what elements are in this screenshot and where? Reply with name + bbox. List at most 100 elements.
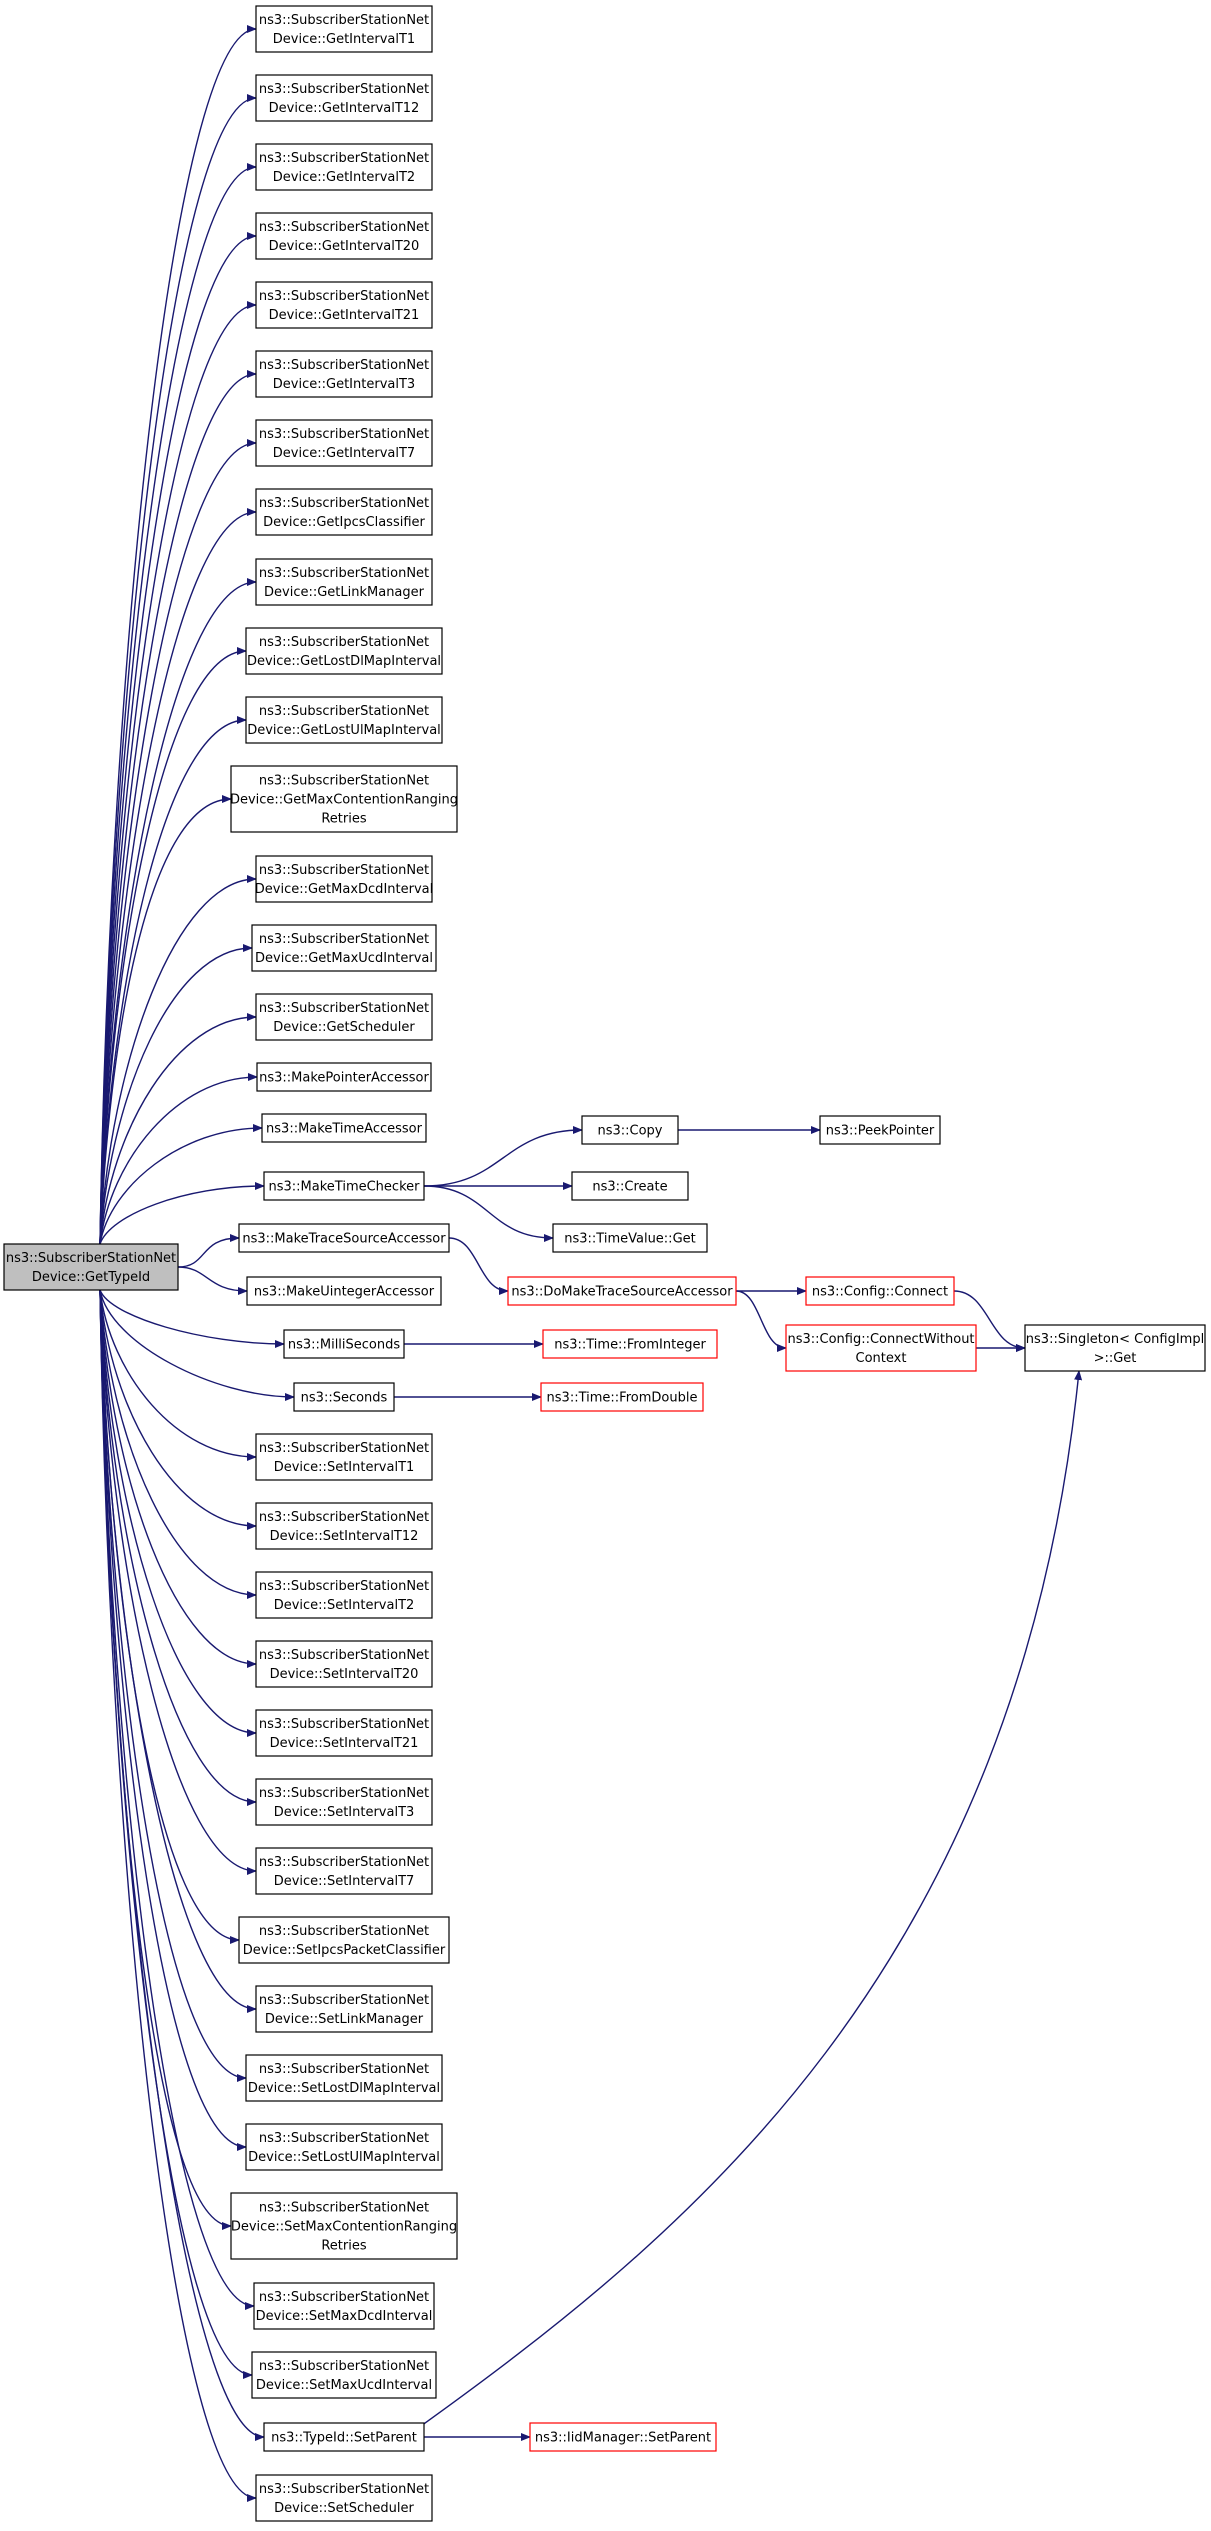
node-box xyxy=(255,350,433,398)
node-n16[interactable]: ns3::MakePointerAccessor xyxy=(256,1062,432,1092)
node-n10[interactable]: ns3::SubscriberStationNetDevice::GetLost… xyxy=(245,627,443,675)
node-iidset[interactable]: ns3::IidManager::SetParent xyxy=(529,2422,717,2452)
node-peek[interactable]: ns3::PeekPointer xyxy=(819,1115,941,1145)
node-n31[interactable]: ns3::SubscriberStationNetDevice::SetLink… xyxy=(255,1985,433,2033)
node-n25[interactable]: ns3::SubscriberStationNetDevice::SetInte… xyxy=(255,1571,433,1619)
node-n8[interactable]: ns3::SubscriberStationNetDevice::GetIpcs… xyxy=(255,488,433,536)
node-n15[interactable]: ns3::SubscriberStationNetDevice::GetSche… xyxy=(255,993,433,1041)
node-box xyxy=(3,1243,179,1291)
node-n27[interactable]: ns3::SubscriberStationNetDevice::SetInte… xyxy=(255,1709,433,1757)
edge-domake-to-cconnectwc xyxy=(735,1290,787,1352)
node-n13[interactable]: ns3::SubscriberStationNetDevice::GetMaxD… xyxy=(255,855,433,903)
node-n14[interactable]: ns3::SubscriberStationNetDevice::GetMaxU… xyxy=(251,924,437,972)
node-box xyxy=(540,1382,704,1412)
node-label-line: ns3::MakeTimeAccessor xyxy=(266,1122,423,1137)
node-label-line: Device::GetMaxDcdInterval xyxy=(255,882,433,897)
node-box xyxy=(255,993,433,1041)
node-label-line: ns3::SubscriberStationNet xyxy=(259,635,429,650)
node-box xyxy=(255,212,433,260)
node-label-line: Device::GetScheduler xyxy=(273,1020,415,1035)
node-n34[interactable]: ns3::SubscriberStationNetDevice::SetMaxC… xyxy=(230,2192,458,2260)
node-tvget[interactable]: ns3::TimeValue::Get xyxy=(552,1223,708,1253)
node-label-line: ns3::SubscriberStationNet xyxy=(259,2131,429,2146)
node-n20[interactable]: ns3::MakeUintegerAccessor xyxy=(246,1276,442,1306)
node-layer: ns3::SubscriberStationNetDevice::GetType… xyxy=(3,5,1206,2522)
edge-root-to-n2 xyxy=(99,94,257,1245)
node-n29[interactable]: ns3::SubscriberStationNetDevice::SetInte… xyxy=(255,1847,433,1895)
node-n21[interactable]: ns3::MilliSeconds xyxy=(283,1329,405,1359)
node-label-line: ns3::SubscriberStationNet xyxy=(259,358,429,373)
node-n6[interactable]: ns3::SubscriberStationNetDevice::GetInte… xyxy=(255,350,433,398)
node-n1[interactable]: ns3::SubscriberStationNetDevice::GetInte… xyxy=(255,5,433,53)
node-n4[interactable]: ns3::SubscriberStationNetDevice::GetInte… xyxy=(255,212,433,260)
node-label-line: ns3::MakeTimeChecker xyxy=(269,1180,421,1195)
node-label-line: ns3::SubscriberStationNet xyxy=(6,1251,176,1266)
node-n5[interactable]: ns3::SubscriberStationNetDevice::GetInte… xyxy=(255,281,433,329)
node-n2[interactable]: ns3::SubscriberStationNetDevice::GetInte… xyxy=(255,74,433,122)
node-box xyxy=(507,1276,737,1306)
node-box xyxy=(293,1382,395,1412)
node-n35[interactable]: ns3::SubscriberStationNetDevice::SetMaxD… xyxy=(253,2282,435,2330)
node-box xyxy=(255,558,433,606)
node-box xyxy=(255,281,433,329)
node-label-line: Device::GetIpcsClassifier xyxy=(263,515,425,530)
node-frominteger[interactable]: ns3::Time::FromInteger xyxy=(542,1329,718,1359)
node-n19[interactable]: ns3::MakeTraceSourceAccessor xyxy=(238,1223,450,1253)
node-n12[interactable]: ns3::SubscriberStationNetDevice::GetMaxC… xyxy=(230,765,458,833)
node-label-line: Context xyxy=(856,1351,907,1366)
node-label-line: ns3::SubscriberStationNet xyxy=(259,1441,429,1456)
node-singleton[interactable]: ns3::Singleton< ConfigImpl >::Get xyxy=(1024,1324,1206,1372)
node-label-line: ns3::MakePointerAccessor xyxy=(259,1071,429,1086)
node-box xyxy=(571,1171,689,1201)
node-n28[interactable]: ns3::SubscriberStationNetDevice::SetInte… xyxy=(255,1778,433,1826)
node-box xyxy=(529,2422,717,2452)
node-copy[interactable]: ns3::Copy xyxy=(581,1115,679,1145)
node-label-line: ns3::SubscriberStationNet xyxy=(259,2062,429,2077)
node-n22[interactable]: ns3::Seconds xyxy=(293,1382,395,1412)
node-n3[interactable]: ns3::SubscriberStationNetDevice::GetInte… xyxy=(255,143,433,191)
edge-root-to-n37 xyxy=(99,1289,265,2441)
node-label-line: ns3::SubscriberStationNet xyxy=(259,1510,429,1525)
node-label-line: Device::SetMaxUcdInterval xyxy=(256,2378,432,2393)
node-box xyxy=(552,1223,708,1253)
node-label-line: Device::GetIntervalT2 xyxy=(273,170,415,185)
node-n36[interactable]: ns3::SubscriberStationNetDevice::SetMaxU… xyxy=(251,2351,437,2399)
node-cconnect[interactable]: ns3::Config::Connect xyxy=(805,1276,955,1306)
node-n33[interactable]: ns3::SubscriberStationNetDevice::SetLost… xyxy=(245,2123,443,2171)
node-n17[interactable]: ns3::MakeTimeAccessor xyxy=(261,1113,427,1143)
node-domake[interactable]: ns3::DoMakeTraceSourceAccessor xyxy=(507,1276,737,1306)
node-n26[interactable]: ns3::SubscriberStationNetDevice::SetInte… xyxy=(255,1640,433,1688)
node-n30[interactable]: ns3::SubscriberStationNetDevice::SetIpcs… xyxy=(238,1916,450,1964)
node-root[interactable]: ns3::SubscriberStationNetDevice::GetType… xyxy=(3,1243,179,1291)
node-label-line: Device::SetIntervalT1 xyxy=(274,1460,415,1475)
node-label-line: Device::GetMaxContentionRanging xyxy=(230,793,458,808)
node-label-line: ns3::Config::Connect xyxy=(812,1285,948,1300)
node-box xyxy=(581,1115,679,1145)
node-label-line: Retries xyxy=(321,812,366,827)
edge-n19-to-domake xyxy=(448,1237,509,1295)
node-n38[interactable]: ns3::SubscriberStationNetDevice::SetSche… xyxy=(255,2474,433,2522)
node-n23[interactable]: ns3::SubscriberStationNetDevice::SetInte… xyxy=(255,1433,433,1481)
node-fromdouble[interactable]: ns3::Time::FromDouble xyxy=(540,1382,704,1412)
node-create[interactable]: ns3::Create xyxy=(571,1171,689,1201)
node-n11[interactable]: ns3::SubscriberStationNetDevice::GetLost… xyxy=(245,696,443,744)
node-n24[interactable]: ns3::SubscriberStationNetDevice::SetInte… xyxy=(255,1502,433,1550)
node-label-line: Device::SetScheduler xyxy=(274,2501,414,2516)
node-n32[interactable]: ns3::SubscriberStationNetDevice::SetLost… xyxy=(245,2054,443,2102)
node-label-line: ns3::Seconds xyxy=(301,1391,388,1406)
node-n7[interactable]: ns3::SubscriberStationNetDevice::GetInte… xyxy=(255,419,433,467)
node-label-line: Device::GetIntervalT1 xyxy=(273,32,415,47)
node-n18[interactable]: ns3::MakeTimeChecker xyxy=(263,1171,425,1201)
node-n9[interactable]: ns3::SubscriberStationNetDevice::GetLink… xyxy=(255,558,433,606)
node-box xyxy=(805,1276,955,1306)
node-box xyxy=(251,924,437,972)
edge-root-to-n24 xyxy=(99,1289,257,1530)
node-label-line: ns3::TimeValue::Get xyxy=(564,1232,696,1247)
node-n37[interactable]: ns3::TypeId::SetParent xyxy=(263,2422,425,2452)
node-box xyxy=(261,1113,427,1143)
node-label-line: Device::GetIntervalT7 xyxy=(273,446,415,461)
edge-n18-to-tvget xyxy=(423,1185,554,1242)
node-label-line: Device::GetIntervalT3 xyxy=(273,377,415,392)
